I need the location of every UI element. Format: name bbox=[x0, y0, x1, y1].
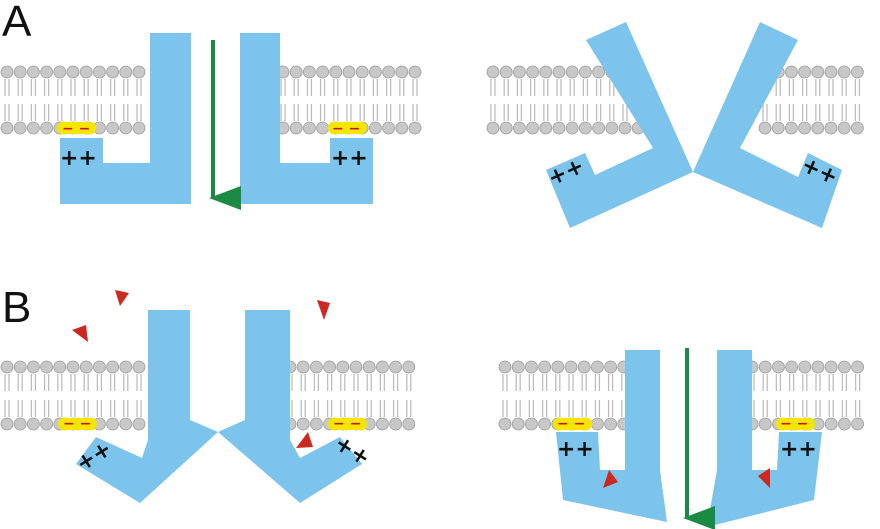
channel-subunit-right bbox=[240, 33, 373, 204]
anionic-lipid bbox=[328, 417, 367, 431]
negative-charge-label: − − bbox=[780, 416, 808, 432]
negative-charges: − − − − − − − − − − − − bbox=[62, 121, 808, 432]
ligand-triangle bbox=[115, 290, 129, 306]
channel-subunit-left bbox=[60, 33, 191, 204]
channel-subunit-left bbox=[76, 310, 218, 503]
panel-label-b: B bbox=[2, 283, 31, 332]
positive-charge-label: ++ bbox=[557, 437, 594, 462]
panel-label-a: A bbox=[2, 0, 32, 46]
ligand-triangle bbox=[72, 325, 88, 342]
channel-b-closed bbox=[76, 310, 362, 503]
channel-b-open bbox=[556, 348, 822, 529]
negative-charge-label: − − bbox=[332, 121, 360, 137]
negative-charge-label: − − bbox=[333, 416, 361, 432]
positive-charge-label: ++ bbox=[331, 146, 368, 171]
ligand-triangle bbox=[296, 432, 313, 448]
channel-subunit-left bbox=[546, 22, 693, 228]
membrane-segment bbox=[0, 65, 146, 135]
positive-charge-label: ++ bbox=[60, 146, 97, 171]
channel-subunit-right bbox=[693, 22, 842, 228]
channel-a-closed bbox=[546, 22, 842, 228]
anionic-lipid bbox=[776, 417, 815, 431]
channel-a-open bbox=[60, 33, 373, 210]
ligand-triangle bbox=[317, 300, 330, 320]
channel-subunit-right bbox=[218, 310, 362, 503]
anionic-lipid bbox=[553, 417, 592, 431]
negative-charge-label: − − bbox=[63, 416, 91, 432]
negative-charge-label: − − bbox=[62, 121, 90, 137]
anionic-lipid-clusters bbox=[57, 121, 815, 431]
membrane-segment bbox=[0, 360, 146, 431]
anionic-lipid bbox=[57, 121, 96, 135]
positive-charge-label: ++ bbox=[780, 437, 817, 462]
negative-charge-label: − − bbox=[557, 416, 585, 432]
ligand-triangle bbox=[603, 470, 618, 488]
ligand-triangle bbox=[758, 468, 770, 488]
anionic-lipid bbox=[58, 417, 97, 431]
ligands bbox=[72, 290, 770, 488]
channel-subunit-left bbox=[556, 350, 667, 522]
channel-subunit-right bbox=[707, 350, 822, 527]
anionic-lipid bbox=[328, 121, 367, 135]
